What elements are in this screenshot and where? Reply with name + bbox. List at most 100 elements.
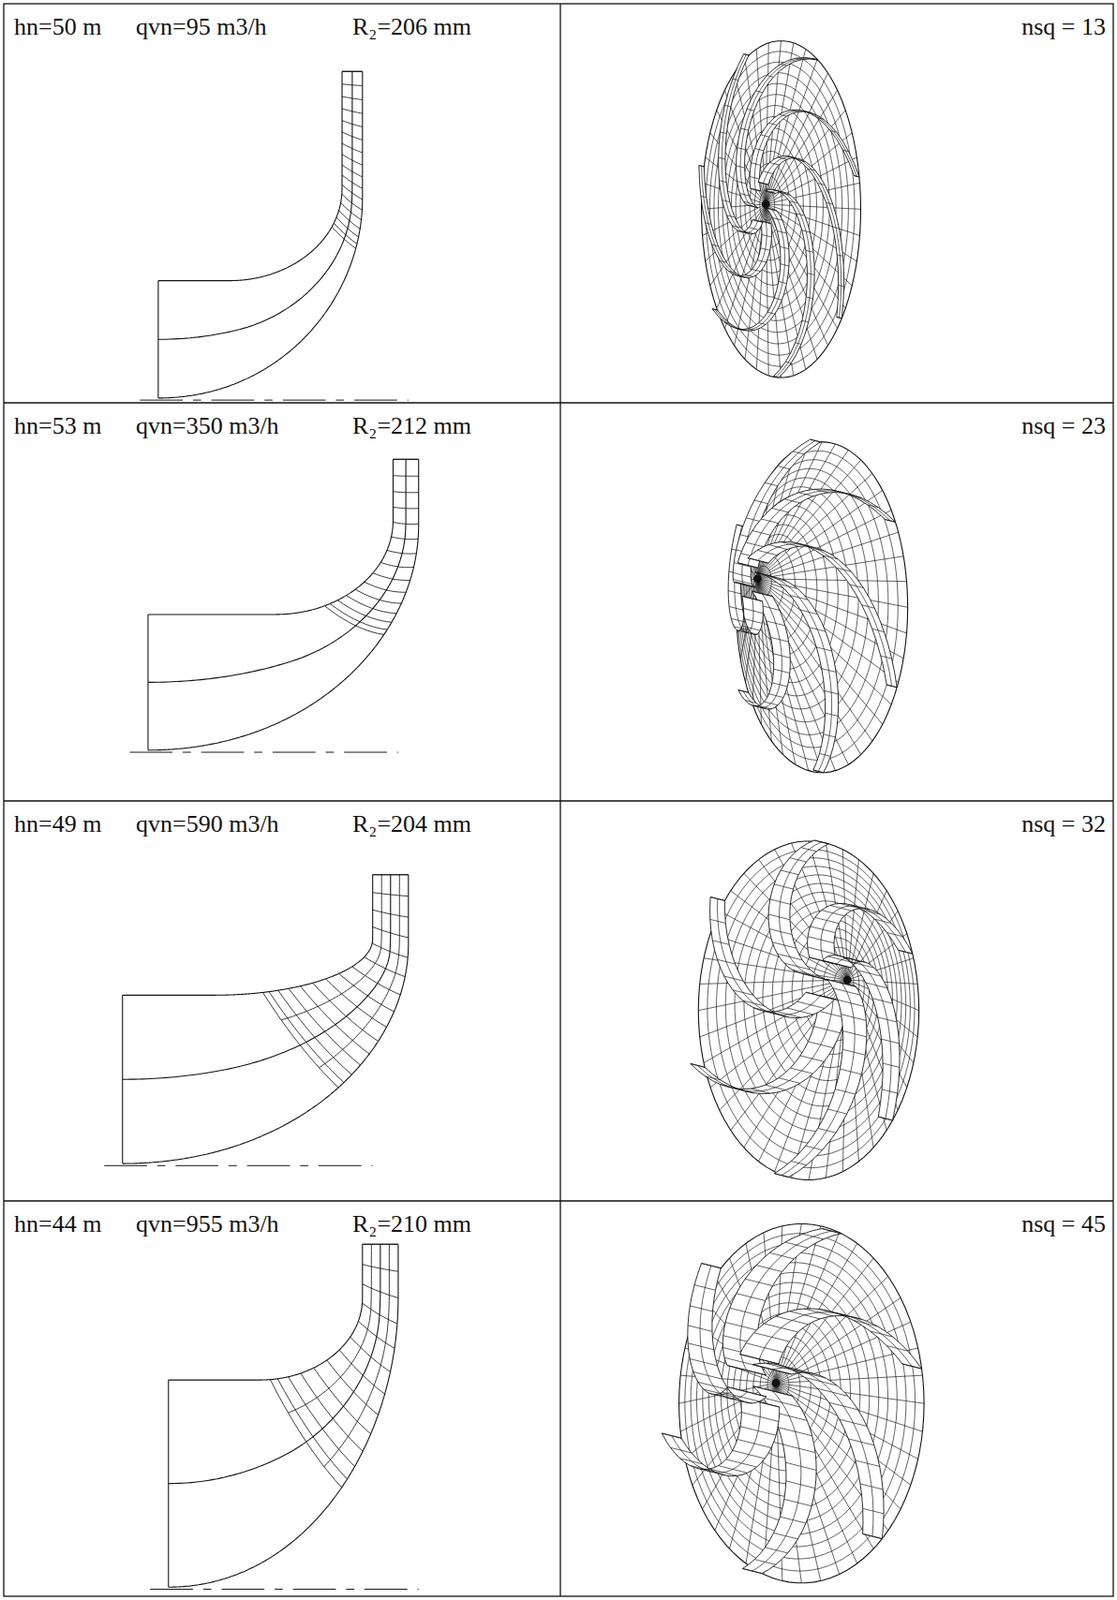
blade-mesh-line	[807, 168, 816, 171]
blade-mesh-line	[718, 157, 726, 160]
disc-ring	[707, 849, 915, 1169]
disc-radial	[699, 980, 849, 984]
axis-line	[129, 752, 399, 754]
blade-mesh-line	[339, 1350, 385, 1395]
head-value: hn=44 m	[14, 1210, 102, 1239]
outlet-line	[342, 71, 363, 73]
blade-mesh-line	[342, 84, 363, 87]
blade-mesh-line	[352, 967, 401, 996]
blade-mesh-line	[342, 175, 363, 189]
blade-mesh-line	[764, 575, 832, 773]
blade-mesh-line	[789, 200, 799, 203]
blade-mesh-line	[860, 1484, 883, 1490]
blade-mesh-line	[848, 494, 862, 498]
blade-mesh-line	[870, 1331, 894, 1338]
blade-mesh-line	[342, 96, 363, 100]
blade-mesh-line	[737, 181, 747, 184]
blade-mesh-line	[339, 210, 361, 230]
head-value: hn=49 m	[14, 810, 102, 839]
blade-mesh-line	[774, 884, 793, 890]
blade-mesh-line	[826, 202, 834, 205]
disc-radial	[765, 89, 837, 205]
blade-mesh-line	[299, 986, 370, 1055]
blade-mesh-line	[797, 1001, 825, 1009]
blade-mesh-line	[739, 193, 749, 196]
blade-mesh-line	[789, 1311, 820, 1320]
blade-mesh-line	[743, 618, 762, 624]
blade-mesh-line	[801, 973, 831, 982]
blade-mesh-line	[797, 160, 806, 163]
blade-mesh-line	[842, 1049, 865, 1056]
blade-mesh-line	[829, 1402, 859, 1411]
blade-mesh-line	[855, 1460, 880, 1467]
impeller-wireframe	[690, 840, 920, 1181]
blade-mesh-line	[824, 690, 839, 695]
blade-mesh-line	[849, 962, 874, 969]
blade-mesh-line	[768, 914, 790, 921]
blade-mesh-line	[729, 1308, 761, 1316]
blade-mesh-line	[342, 132, 363, 140]
blade-mesh-line	[752, 530, 771, 536]
blade-surface	[736, 57, 819, 208]
blade-mesh-line	[734, 581, 756, 587]
blade-mesh-line	[725, 104, 731, 107]
blade-mesh-line	[764, 1012, 789, 1018]
blade-mesh-line	[728, 591, 742, 595]
blade-mesh-line	[329, 603, 388, 630]
blade-mesh-line	[769, 694, 784, 699]
blade-mesh-line	[833, 988, 861, 996]
blade-mesh-line	[754, 1560, 775, 1566]
blade-mesh-line	[326, 979, 388, 1028]
blade-surface	[661, 1398, 779, 1477]
blade-mesh-line	[774, 1533, 799, 1539]
blade-mesh-line	[756, 1265, 783, 1273]
row-drawing	[149, 1223, 924, 1590]
blade-mesh-line	[744, 54, 749, 56]
blade-surface	[765, 189, 816, 378]
blade-mesh-line	[744, 1279, 773, 1286]
blade-mesh-line	[749, 176, 760, 179]
blade-mesh-line	[698, 1382, 730, 1390]
disc-radial	[765, 182, 860, 205]
blade-mesh-line	[728, 270, 736, 273]
blade-mesh-line	[752, 220, 763, 224]
blade-mesh-line	[680, 1459, 703, 1465]
blade-mesh-line	[744, 609, 764, 614]
blade-mesh-line	[760, 519, 778, 524]
blade-mesh-line	[362, 1265, 399, 1272]
blade-mesh-line	[848, 1439, 875, 1446]
blade-mesh-line	[773, 654, 790, 659]
blade-mesh-line	[364, 957, 406, 978]
blade-mesh-line	[738, 690, 749, 694]
blade-mesh-line	[357, 1321, 395, 1349]
blade-mesh-line	[863, 909, 881, 915]
blade-mesh-line	[735, 1088, 754, 1094]
blade-mesh-line	[849, 584, 864, 589]
blade-streamline	[324, 1244, 389, 1468]
blade-mesh-line	[746, 108, 755, 111]
blade-mesh-line	[342, 71, 363, 73]
blade-mesh-line	[801, 848, 818, 852]
blade-mesh-line	[823, 734, 836, 738]
blade-mesh-line	[827, 1109, 847, 1115]
blade-mesh-line	[863, 1508, 884, 1515]
blade-mesh-line	[342, 193, 363, 210]
disc-radial	[705, 204, 766, 262]
hub-eye	[772, 1379, 781, 1388]
blade-mesh-line	[768, 122, 777, 125]
blade-mesh-line	[742, 595, 763, 601]
blade-mesh-line	[842, 956, 868, 964]
blade-surface	[774, 980, 866, 1178]
impeller-wireframe	[728, 439, 909, 774]
blade-mesh-line	[796, 213, 805, 216]
blade-mesh-line	[288, 988, 361, 1066]
blade-mesh-line	[767, 75, 775, 78]
blade-mesh-line	[784, 963, 811, 970]
blade-mesh-line	[744, 274, 754, 277]
blade-mesh-line	[880, 655, 893, 659]
blade-mesh-line	[792, 451, 805, 455]
blade-mesh-line	[830, 905, 852, 911]
blade-mesh-line	[807, 937, 835, 944]
